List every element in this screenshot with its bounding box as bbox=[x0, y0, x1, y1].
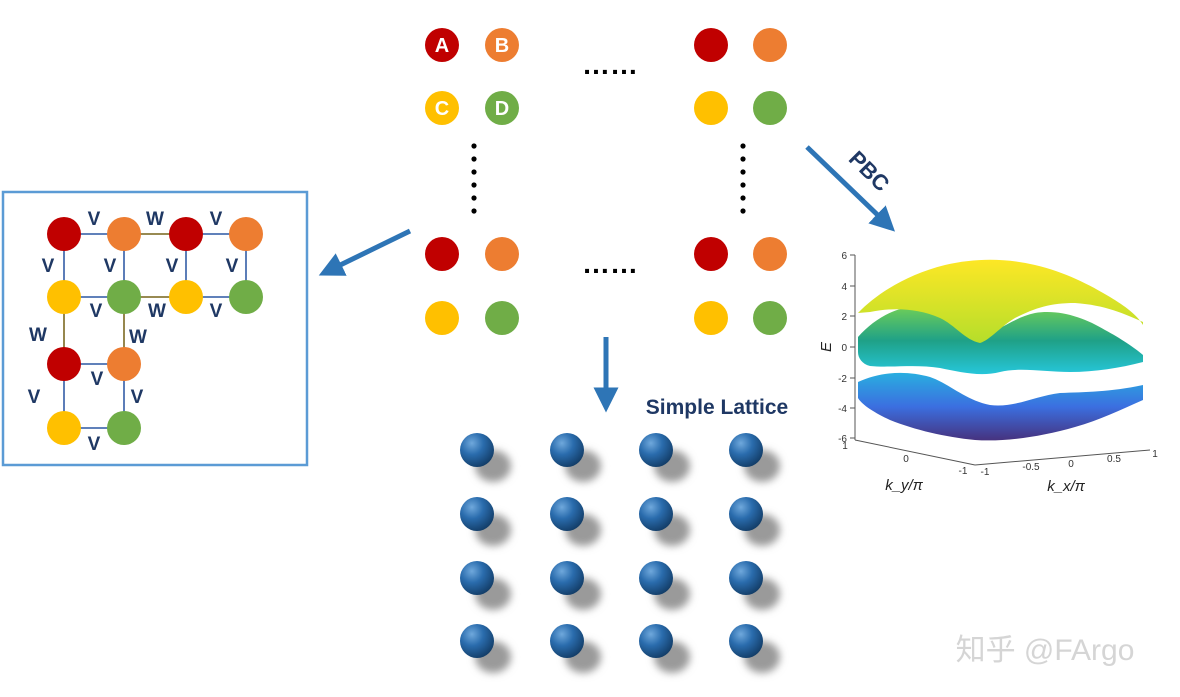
z-tick: 0 bbox=[841, 343, 847, 354]
site-D-label: D bbox=[495, 98, 509, 120]
lattice-sphere bbox=[460, 561, 494, 595]
lattice-sphere bbox=[550, 624, 584, 658]
ellipsis-bottom: …… bbox=[582, 248, 638, 279]
site-A bbox=[425, 237, 459, 271]
band-surface-middle bbox=[858, 307, 1143, 375]
band-plot: 6 4 2 0 -2 -4 -6 E 1 0 -1 k_y/π -1 -0.5 … bbox=[818, 251, 1158, 495]
site-A bbox=[169, 217, 203, 251]
hop-label-v: V bbox=[28, 387, 41, 408]
site-B bbox=[753, 237, 787, 271]
lattice-sphere bbox=[639, 561, 673, 595]
site-A bbox=[694, 28, 728, 62]
unit-cell-grid: A B C D …… …… bbox=[425, 28, 787, 335]
site-C bbox=[694, 301, 728, 335]
lattice-sphere bbox=[639, 497, 673, 531]
site-A-label: A bbox=[435, 35, 449, 57]
z-tick: 4 bbox=[841, 282, 847, 293]
watermark: 知乎 @FArgo bbox=[956, 634, 1135, 667]
site-B bbox=[485, 28, 519, 62]
site-D bbox=[485, 91, 519, 125]
site-B bbox=[107, 217, 141, 251]
lattice-sphere bbox=[550, 561, 584, 595]
z-tick: -2 bbox=[838, 374, 847, 385]
ellipsis-top: …… bbox=[582, 49, 638, 80]
ky-tick: -1 bbox=[959, 466, 968, 477]
lattice-sphere bbox=[460, 497, 494, 531]
simple-lattice-label: Simple Lattice bbox=[646, 396, 788, 419]
kx-tick: -0.5 bbox=[1022, 462, 1040, 473]
site-A bbox=[47, 217, 81, 251]
lattice-sphere bbox=[460, 624, 494, 658]
hop-label-v: V bbox=[210, 301, 223, 322]
hop-label-w: W bbox=[148, 301, 166, 322]
lattice-sphere bbox=[460, 433, 494, 467]
site-B bbox=[485, 237, 519, 271]
band-plot-axes bbox=[850, 254, 1151, 466]
simple-lattice bbox=[460, 433, 780, 673]
lattice-sphere bbox=[729, 497, 763, 531]
lattice-sphere bbox=[550, 433, 584, 467]
hop-label-w: W bbox=[129, 327, 147, 348]
kx-tick: 0.5 bbox=[1107, 454, 1121, 465]
site-C bbox=[425, 91, 459, 125]
z-tick: 2 bbox=[841, 312, 847, 323]
hop-label-v: V bbox=[88, 434, 101, 455]
hop-label-v: V bbox=[166, 256, 179, 277]
site-D bbox=[753, 91, 787, 125]
ky-axis-label: k_y/π bbox=[885, 477, 924, 494]
site-B bbox=[753, 28, 787, 62]
site-A bbox=[425, 28, 459, 62]
kx-tick: 1 bbox=[1152, 449, 1158, 460]
band-surface-top bbox=[858, 259, 1143, 343]
lattice-sphere bbox=[639, 624, 673, 658]
ky-tick: 0 bbox=[903, 454, 909, 465]
hop-label-v: V bbox=[90, 301, 103, 322]
hop-label-v: V bbox=[91, 369, 104, 390]
z-tick: -4 bbox=[838, 404, 847, 415]
z-tick: 6 bbox=[841, 251, 847, 262]
site-C-label: C bbox=[435, 98, 449, 120]
site-D bbox=[753, 301, 787, 335]
finite-lattice: V W V V V V V V W V W W V V V V bbox=[28, 209, 263, 455]
hop-label-v: V bbox=[210, 209, 223, 230]
site-D bbox=[485, 301, 519, 335]
lattice-sphere bbox=[550, 497, 584, 531]
site-D bbox=[107, 411, 141, 445]
site-D bbox=[107, 280, 141, 314]
site-A bbox=[47, 347, 81, 381]
kx-axis-label: k_x/π bbox=[1047, 478, 1086, 495]
site-C bbox=[47, 280, 81, 314]
site-B bbox=[107, 347, 141, 381]
hop-label-v: V bbox=[226, 256, 239, 277]
lattice-sphere bbox=[729, 433, 763, 467]
hop-label-w: W bbox=[29, 325, 47, 346]
site-C bbox=[694, 91, 728, 125]
hop-label-w: W bbox=[146, 209, 164, 230]
hop-label-v: V bbox=[131, 387, 144, 408]
band-surface-bottom bbox=[858, 372, 1143, 441]
hop-label-v: V bbox=[88, 209, 101, 230]
vertical-ellipsis-right bbox=[740, 143, 746, 214]
site-B bbox=[229, 217, 263, 251]
ky-tick: 1 bbox=[842, 441, 848, 452]
hop-label-v: V bbox=[104, 256, 117, 277]
hop-label-v: V bbox=[42, 256, 55, 277]
lattice-sphere bbox=[729, 561, 763, 595]
site-B-label: B bbox=[495, 35, 509, 57]
z-tick: -6 bbox=[838, 434, 847, 445]
kx-tick: 0 bbox=[1068, 459, 1074, 470]
site-A bbox=[694, 237, 728, 271]
site-C bbox=[425, 301, 459, 335]
lattice-sphere bbox=[639, 433, 673, 467]
arrow-to-finite-lattice bbox=[318, 228, 412, 276]
z-axis-label: E bbox=[818, 341, 835, 352]
arrow-pbc bbox=[805, 145, 896, 232]
lattice-sphere bbox=[729, 624, 763, 658]
site-D bbox=[229, 280, 263, 314]
site-C bbox=[47, 411, 81, 445]
site-C bbox=[169, 280, 203, 314]
vertical-ellipsis-left bbox=[471, 143, 477, 214]
kx-tick: -1 bbox=[981, 467, 990, 478]
